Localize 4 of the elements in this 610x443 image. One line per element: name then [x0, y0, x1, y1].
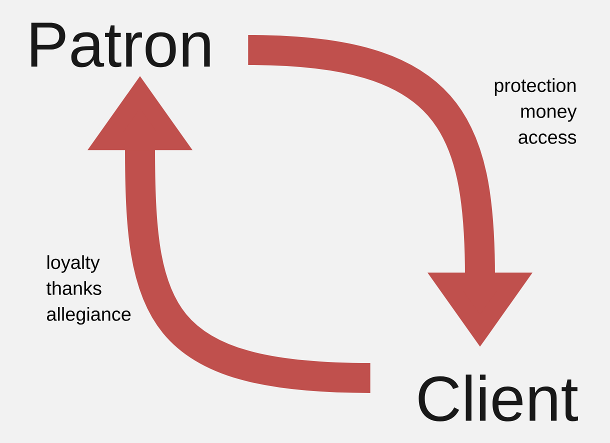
node-text: Client	[418, 374, 578, 422]
node-text: Patron	[31, 22, 210, 68]
edge-label: loyalty thanks allegiance	[46, 255, 131, 325]
edge-label: protection money access	[494, 78, 577, 144]
